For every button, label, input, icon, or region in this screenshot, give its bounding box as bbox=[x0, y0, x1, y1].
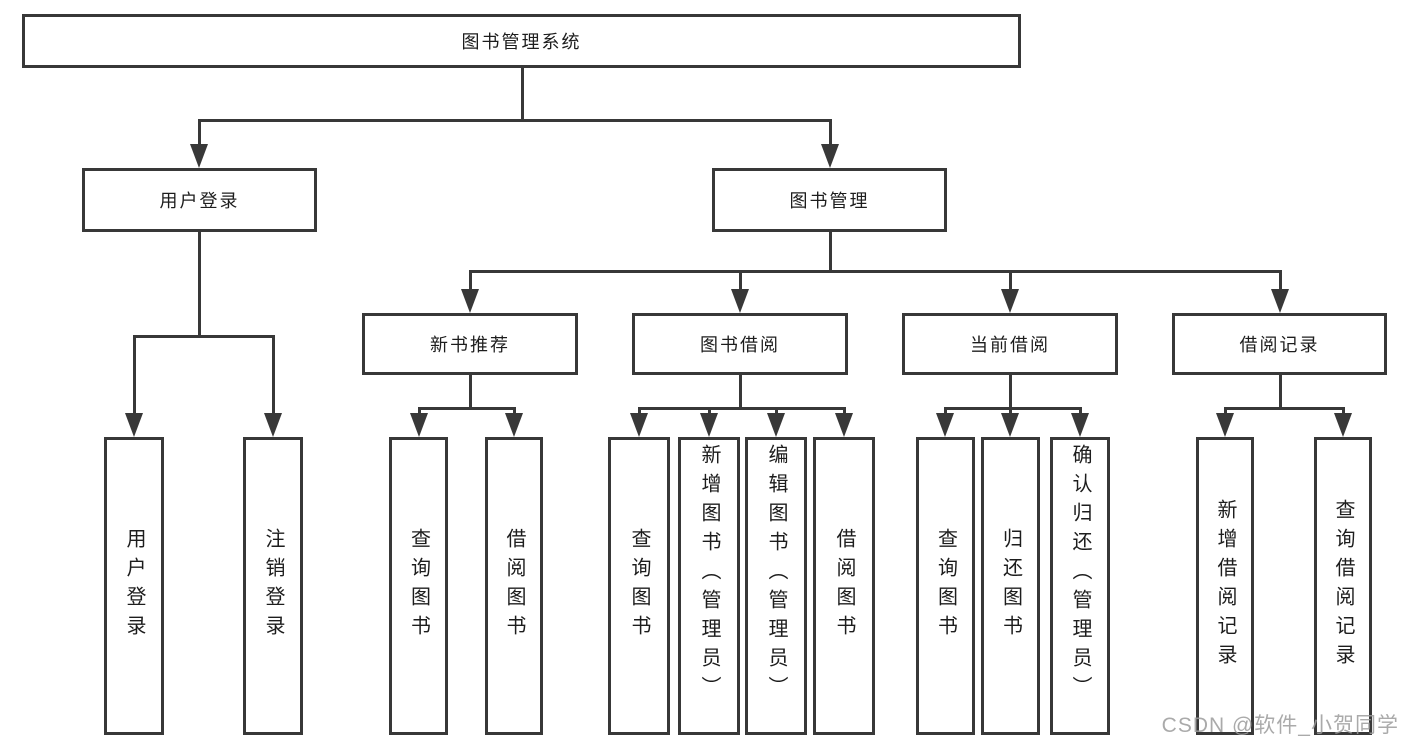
arrowhead-icon bbox=[1216, 413, 1234, 437]
arrowhead-icon bbox=[630, 413, 648, 437]
connector-leg-root bbox=[197, 119, 201, 156]
node-current-borrowing: 当前借阅 bbox=[902, 313, 1118, 375]
node-root: 图书管理系统 bbox=[22, 14, 1021, 68]
arrowhead-icon bbox=[1334, 413, 1352, 437]
arrowhead-icon bbox=[190, 144, 208, 168]
node-leaf-bb-add-book: 新增图书（管理员） bbox=[678, 437, 740, 735]
node-leaf-br-add-record: 新增借阅记录 bbox=[1196, 437, 1254, 735]
arrowhead-icon bbox=[461, 289, 479, 313]
connector-trunk-root bbox=[520, 66, 524, 122]
arrowhead-icon bbox=[505, 413, 523, 437]
node-leaf-cb-confirm-return: 确认归还（管理员） bbox=[1050, 437, 1110, 735]
arrowhead-icon bbox=[1001, 413, 1019, 437]
arrowhead-icon bbox=[264, 413, 282, 437]
node-label-leaf-logout: 注销登录 bbox=[262, 528, 284, 644]
watermark: CSDN @软件_小贺同学 bbox=[1161, 714, 1399, 737]
node-label-leaf-user-login: 用户登录 bbox=[123, 528, 145, 644]
connector-bar-user-login bbox=[132, 335, 275, 338]
node-book-borrowing: 图书借阅 bbox=[632, 313, 848, 375]
node-label-leaf-cb-confirm-return: 确认归还（管理员） bbox=[1069, 444, 1091, 705]
node-label-book-borrowing: 图书借阅 bbox=[700, 335, 780, 355]
arrowhead-icon bbox=[767, 413, 785, 437]
node-leaf-user-login: 用户登录 bbox=[104, 437, 164, 735]
node-leaf-bb-search-book: 查询图书 bbox=[608, 437, 670, 735]
node-borrowing-records: 借阅记录 bbox=[1172, 313, 1387, 375]
arrowhead-icon bbox=[125, 413, 143, 437]
node-label-leaf-br-add-record: 新增借阅记录 bbox=[1214, 499, 1236, 673]
connector-bar-root bbox=[197, 119, 832, 122]
connector-trunk-book-borrowing bbox=[738, 373, 742, 410]
node-leaf-cb-return-book: 归还图书 bbox=[981, 437, 1040, 735]
node-label-leaf-cb-return-book: 归还图书 bbox=[999, 528, 1022, 644]
node-label-root: 图书管理系统 bbox=[461, 32, 582, 52]
arrowhead-icon bbox=[700, 413, 718, 437]
connector-leg-book-management bbox=[1278, 270, 1282, 301]
connector-leg-user-login bbox=[271, 335, 275, 425]
connector-leg-user-login bbox=[132, 335, 136, 425]
connector-leg-book-management bbox=[1008, 270, 1012, 301]
node-leaf-nbr-borrow-book: 借阅图书 bbox=[485, 437, 543, 735]
connector-bar-new-book-recommend bbox=[417, 407, 516, 410]
node-leaf-nbr-search-book: 查询图书 bbox=[389, 437, 448, 735]
node-label-leaf-br-search-record: 查询借阅记录 bbox=[1332, 499, 1354, 673]
node-label-leaf-nbr-search-book: 查询图书 bbox=[407, 528, 430, 644]
connector-trunk-borrowing-records bbox=[1278, 373, 1282, 410]
node-label-leaf-bb-borrow-book: 借阅图书 bbox=[833, 528, 855, 644]
connector-leg-book-management bbox=[738, 270, 742, 301]
node-label-leaf-cb-search-book: 查询图书 bbox=[934, 528, 957, 644]
node-new-book-recommend: 新书推荐 bbox=[362, 313, 578, 375]
node-leaf-logout: 注销登录 bbox=[243, 437, 303, 735]
node-label-current-borrowing: 当前借阅 bbox=[970, 335, 1050, 355]
connector-trunk-current-borrowing bbox=[1008, 373, 1012, 410]
connector-trunk-user-login bbox=[197, 230, 201, 338]
node-label-leaf-bb-edit-book: 编辑图书（管理员） bbox=[765, 444, 787, 705]
node-label-new-book-recommend: 新书推荐 bbox=[430, 335, 510, 355]
connector-bar-book-management bbox=[468, 270, 1282, 273]
node-leaf-br-search-record: 查询借阅记录 bbox=[1314, 437, 1372, 735]
arrowhead-icon bbox=[936, 413, 954, 437]
node-leaf-bb-edit-book: 编辑图书（管理员） bbox=[745, 437, 807, 735]
arrowhead-icon bbox=[1071, 413, 1089, 437]
node-leaf-cb-search-book: 查询图书 bbox=[916, 437, 975, 735]
node-label-leaf-bb-search-book: 查询图书 bbox=[628, 528, 650, 644]
node-label-book-management: 图书管理 bbox=[789, 191, 870, 211]
node-label-user-login: 用户登录 bbox=[159, 191, 240, 211]
node-leaf-bb-borrow-book: 借阅图书 bbox=[813, 437, 875, 735]
connector-bar-current-borrowing bbox=[943, 407, 1082, 410]
arrowhead-icon bbox=[1271, 289, 1289, 313]
node-label-borrowing-records: 借阅记录 bbox=[1239, 335, 1320, 355]
connector-leg-book-management bbox=[468, 270, 472, 301]
arrowhead-icon bbox=[835, 413, 853, 437]
node-label-leaf-bb-add-book: 新增图书（管理员） bbox=[698, 444, 720, 705]
connector-trunk-new-book-recommend bbox=[468, 373, 472, 410]
connector-bar-borrowing-records bbox=[1223, 407, 1345, 410]
node-label-leaf-nbr-borrow-book: 借阅图书 bbox=[503, 528, 525, 644]
node-book-management: 图书管理 bbox=[712, 168, 947, 232]
connector-leg-root bbox=[828, 119, 832, 156]
arrowhead-icon bbox=[1001, 289, 1019, 313]
connector-bar-book-borrowing bbox=[637, 407, 846, 410]
arrowhead-icon bbox=[731, 289, 749, 313]
arrowhead-icon bbox=[410, 413, 428, 437]
node-user-login: 用户登录 bbox=[82, 168, 317, 232]
arrowhead-icon bbox=[821, 144, 839, 168]
connector-trunk-book-management bbox=[828, 230, 832, 273]
